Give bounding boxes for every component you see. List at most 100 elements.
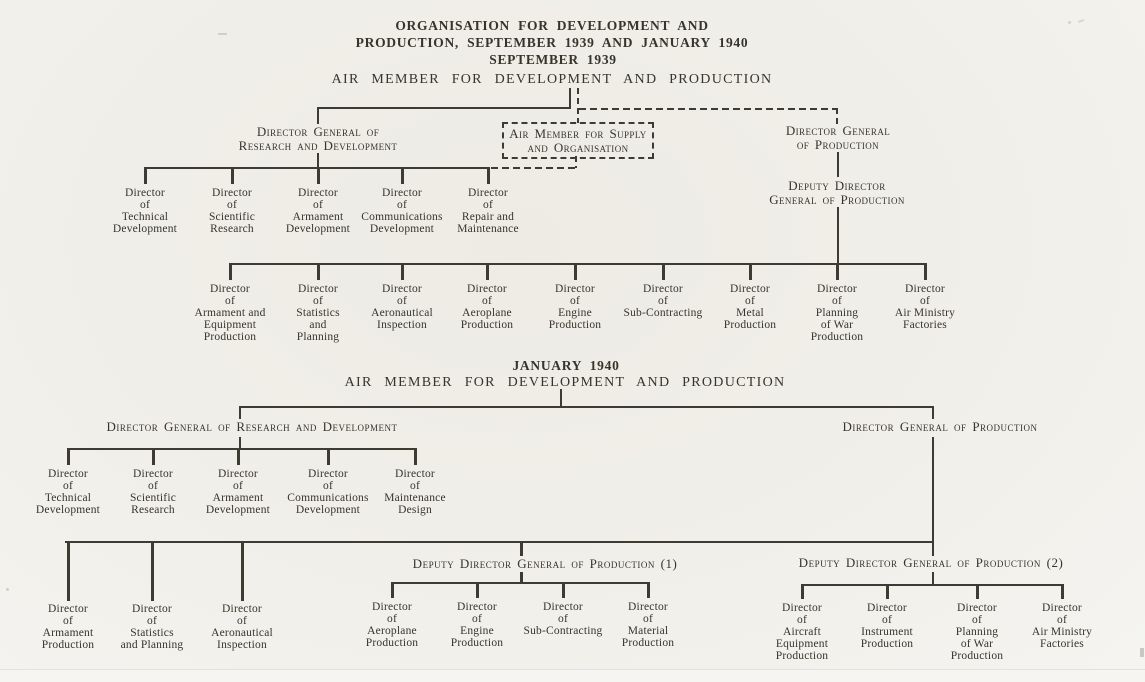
connector-sept-production-drop-5 <box>574 263 577 280</box>
connector-sept-ddgp-drop <box>837 207 839 263</box>
node-jan-dir-technical-development: Director of Technical Development <box>35 468 101 516</box>
section-heading-january-1940: JANUARY 1940 <box>512 358 620 373</box>
scan-artifact-mark <box>1077 19 1085 23</box>
node-sept-dir-aeroplane-production: Director of Aeroplane Production <box>460 283 514 331</box>
node-jan-dir-statistics-and-planning: Director of Statistics and Planning <box>120 603 184 651</box>
connector-jan-ddgp2-drop-top <box>932 543 934 556</box>
connector-jan-ddgp2-child-drop-2 <box>886 584 889 599</box>
node-jan-dir-aeroplane-production: Director of Aeroplane Production <box>365 601 419 649</box>
node-sept-air-member-supply-organisation: Air Member for Supply and Organisation <box>502 122 654 159</box>
connector-sept-production-drop-6 <box>662 263 665 280</box>
node-sept-dir-scientific-research: Director of Scientific Research <box>208 187 256 235</box>
connector-jan-dgp-drop-bottom <box>932 437 934 542</box>
node-jan-dir-planning-war-production: Director of Planning of War Production <box>950 602 1004 662</box>
connector-jan-research-row-horizontal <box>68 448 416 450</box>
connector-jan-ddgp1-row-horizontal <box>392 582 650 584</box>
node-jan-dg-production: Director General of Production <box>842 419 1038 434</box>
node-sept-dir-statistics-planning: Director of Statistics and Planning <box>296 283 340 343</box>
node-jan-dir-engine-production: Director of Engine Production <box>450 601 504 649</box>
node-jan-deputy-dg-production-1: Deputy Director General of Production (1… <box>412 556 678 571</box>
node-jan-dir-instrument-production: Director of Instrument Production <box>860 602 914 650</box>
connector-jan-research-drop-1 <box>67 448 70 465</box>
node-jan-dir-armament-production: Director of Armament Production <box>41 603 95 651</box>
node-jan-dir-armament-development: Director of Armament Development <box>205 468 271 516</box>
node-jan-dir-aeronautical-inspection: Director of Aeronautical Inspection <box>211 603 273 651</box>
node-sept-dir-armament-equipment-production: Director of Armament and Equipment Produ… <box>194 283 266 343</box>
connector-sept-production-drop-2 <box>317 263 320 280</box>
node-sept-dir-communications-development: Director of Communications Development <box>361 187 443 235</box>
connector-sept-production-drop-9 <box>924 263 927 280</box>
connector-jan-research-drop-4 <box>327 448 330 465</box>
node-sept-dg-production: Director General of Production <box>785 123 891 152</box>
node-jan-dir-scientific-research: Director of Scientific Research <box>129 468 177 516</box>
node-sept-deputy-dg-production: Deputy Director General of Production <box>769 178 905 207</box>
connector-jan-root-vertical <box>560 389 562 407</box>
connector-sept-dgp-to-ddgp <box>837 152 839 177</box>
connector-jan-ddgp2-child-drop-1 <box>801 584 804 599</box>
node-sept-dir-air-ministry-factories: Director of Air Ministry Factories <box>894 283 956 331</box>
connector-jan-dgrd-drop-bottom <box>239 437 241 449</box>
connector-jan-ddgp2-row-horizontal <box>802 584 1063 586</box>
node-sept-dir-armament-development: Director of Armament Development <box>285 187 351 235</box>
node-sept-dir-sub-contracting: Director of Sub-Contracting <box>623 283 703 319</box>
connector-jan-ddgp2-child-drop-3 <box>976 584 979 599</box>
scan-artifact-dot-1 <box>1068 21 1071 24</box>
connector-sept-root-dashed-vertical <box>577 88 579 123</box>
scan-artifact-dash <box>218 33 227 35</box>
node-sept-dir-engine-production: Director of Engine Production <box>548 283 602 331</box>
node-jan-deputy-dg-production-2: Deputy Director General of Production (2… <box>798 555 1064 570</box>
connector-jan-staff-drop-1 <box>67 541 70 601</box>
connector-sept-production-drop-3 <box>401 263 404 280</box>
connector-jan-ddgp1-drop-top <box>520 541 523 556</box>
page-title-line1: ORGANISATION FOR DEVELOPMENT AND <box>395 18 709 33</box>
node-sept-dir-repair-maintenance: Director of Repair and Maintenance <box>457 187 519 235</box>
scan-artifact-edge-tick <box>1140 648 1144 657</box>
node-sept-dir-metal-production: Director of Metal Production <box>723 283 777 331</box>
node-jan-dir-material-production: Director of Material Production <box>621 601 675 649</box>
connector-jan-ddgp1-drop-bottom <box>520 572 523 583</box>
connector-jan-ddgp2-drop-bottom <box>932 572 934 585</box>
connector-sept-research-drop-5 <box>487 167 490 184</box>
connector-jan-research-drop-3 <box>237 448 240 465</box>
connector-sept-production-drop-1 <box>229 263 232 280</box>
node-sept-air-member-development-production: AIR MEMBER FOR DEVELOPMENT AND PRODUCTIO… <box>331 72 773 87</box>
scan-artifact-dot-2 <box>6 588 9 591</box>
connector-sept-root-vertical <box>569 88 571 108</box>
node-sept-dg-research-development: Director General of Research and Develop… <box>238 124 398 153</box>
scan-bottom-edge <box>0 669 1145 682</box>
node-jan-dg-research-development: Director General of Research and Develop… <box>106 419 398 434</box>
connector-sept-amso-dashed-vertical <box>575 156 577 168</box>
node-sept-dir-technical-development: Director of Technical Development <box>112 187 178 235</box>
connector-jan-research-drop-5 <box>414 448 417 465</box>
node-jan-dir-communications-development: Director of Communications Development <box>287 468 369 516</box>
node-sept-dir-aeronautical-inspection: Director of Aeronautical Inspection <box>371 283 433 331</box>
connector-jan-ddgp1-child-drop-3 <box>562 582 565 598</box>
connector-jan-dgp-drop-top <box>932 406 934 419</box>
connector-jan-ddgp1-child-drop-1 <box>391 582 394 598</box>
node-jan-dir-sub-contracting: Director of Sub-Contracting <box>523 601 603 637</box>
connector-sept-research-drop-4 <box>401 167 404 184</box>
connector-sept-amso-dashed-horizontal <box>491 167 576 169</box>
connector-sept-production-row-horizontal <box>229 263 926 265</box>
connector-jan-staff-drop-2 <box>151 541 154 601</box>
connector-sept-production-drop-8 <box>836 263 839 280</box>
connector-jan-top-horizontal <box>240 406 934 408</box>
connector-jan-dgrd-drop-top <box>239 406 241 419</box>
connector-sept-dgrd-drop-top <box>317 107 319 124</box>
connector-jan-ddgp2-child-drop-4 <box>1061 584 1064 599</box>
node-jan-dir-maintenance-design: Director of Maintenance Design <box>384 468 446 516</box>
section-heading-september-1939: SEPTEMBER 1939 <box>489 52 617 67</box>
page-title-line2: PRODUCTION, SEPTEMBER 1939 AND JANUARY 1… <box>355 35 749 50</box>
connector-sept-production-drop-4 <box>486 263 489 280</box>
node-jan-dir-air-ministry-factories: Director of Air Ministry Factories <box>1031 602 1093 650</box>
connector-jan-production-horizontal <box>65 541 934 543</box>
connector-jan-ddgp1-child-drop-2 <box>476 582 479 598</box>
connector-jan-ddgp1-child-drop-4 <box>647 582 650 598</box>
node-jan-air-member-development-production: AIR MEMBER FOR DEVELOPMENT AND PRODUCTIO… <box>344 375 786 390</box>
node-jan-dir-aircraft-equipment-production: Director of Aircraft Equipment Productio… <box>775 602 829 662</box>
connector-sept-left-horizontal <box>317 107 571 109</box>
connector-sept-research-drop-3 <box>317 167 320 184</box>
connector-jan-research-drop-2 <box>152 448 155 465</box>
connector-sept-dgp-dashed-drop <box>836 108 838 124</box>
connector-sept-research-drop-2 <box>231 167 234 184</box>
